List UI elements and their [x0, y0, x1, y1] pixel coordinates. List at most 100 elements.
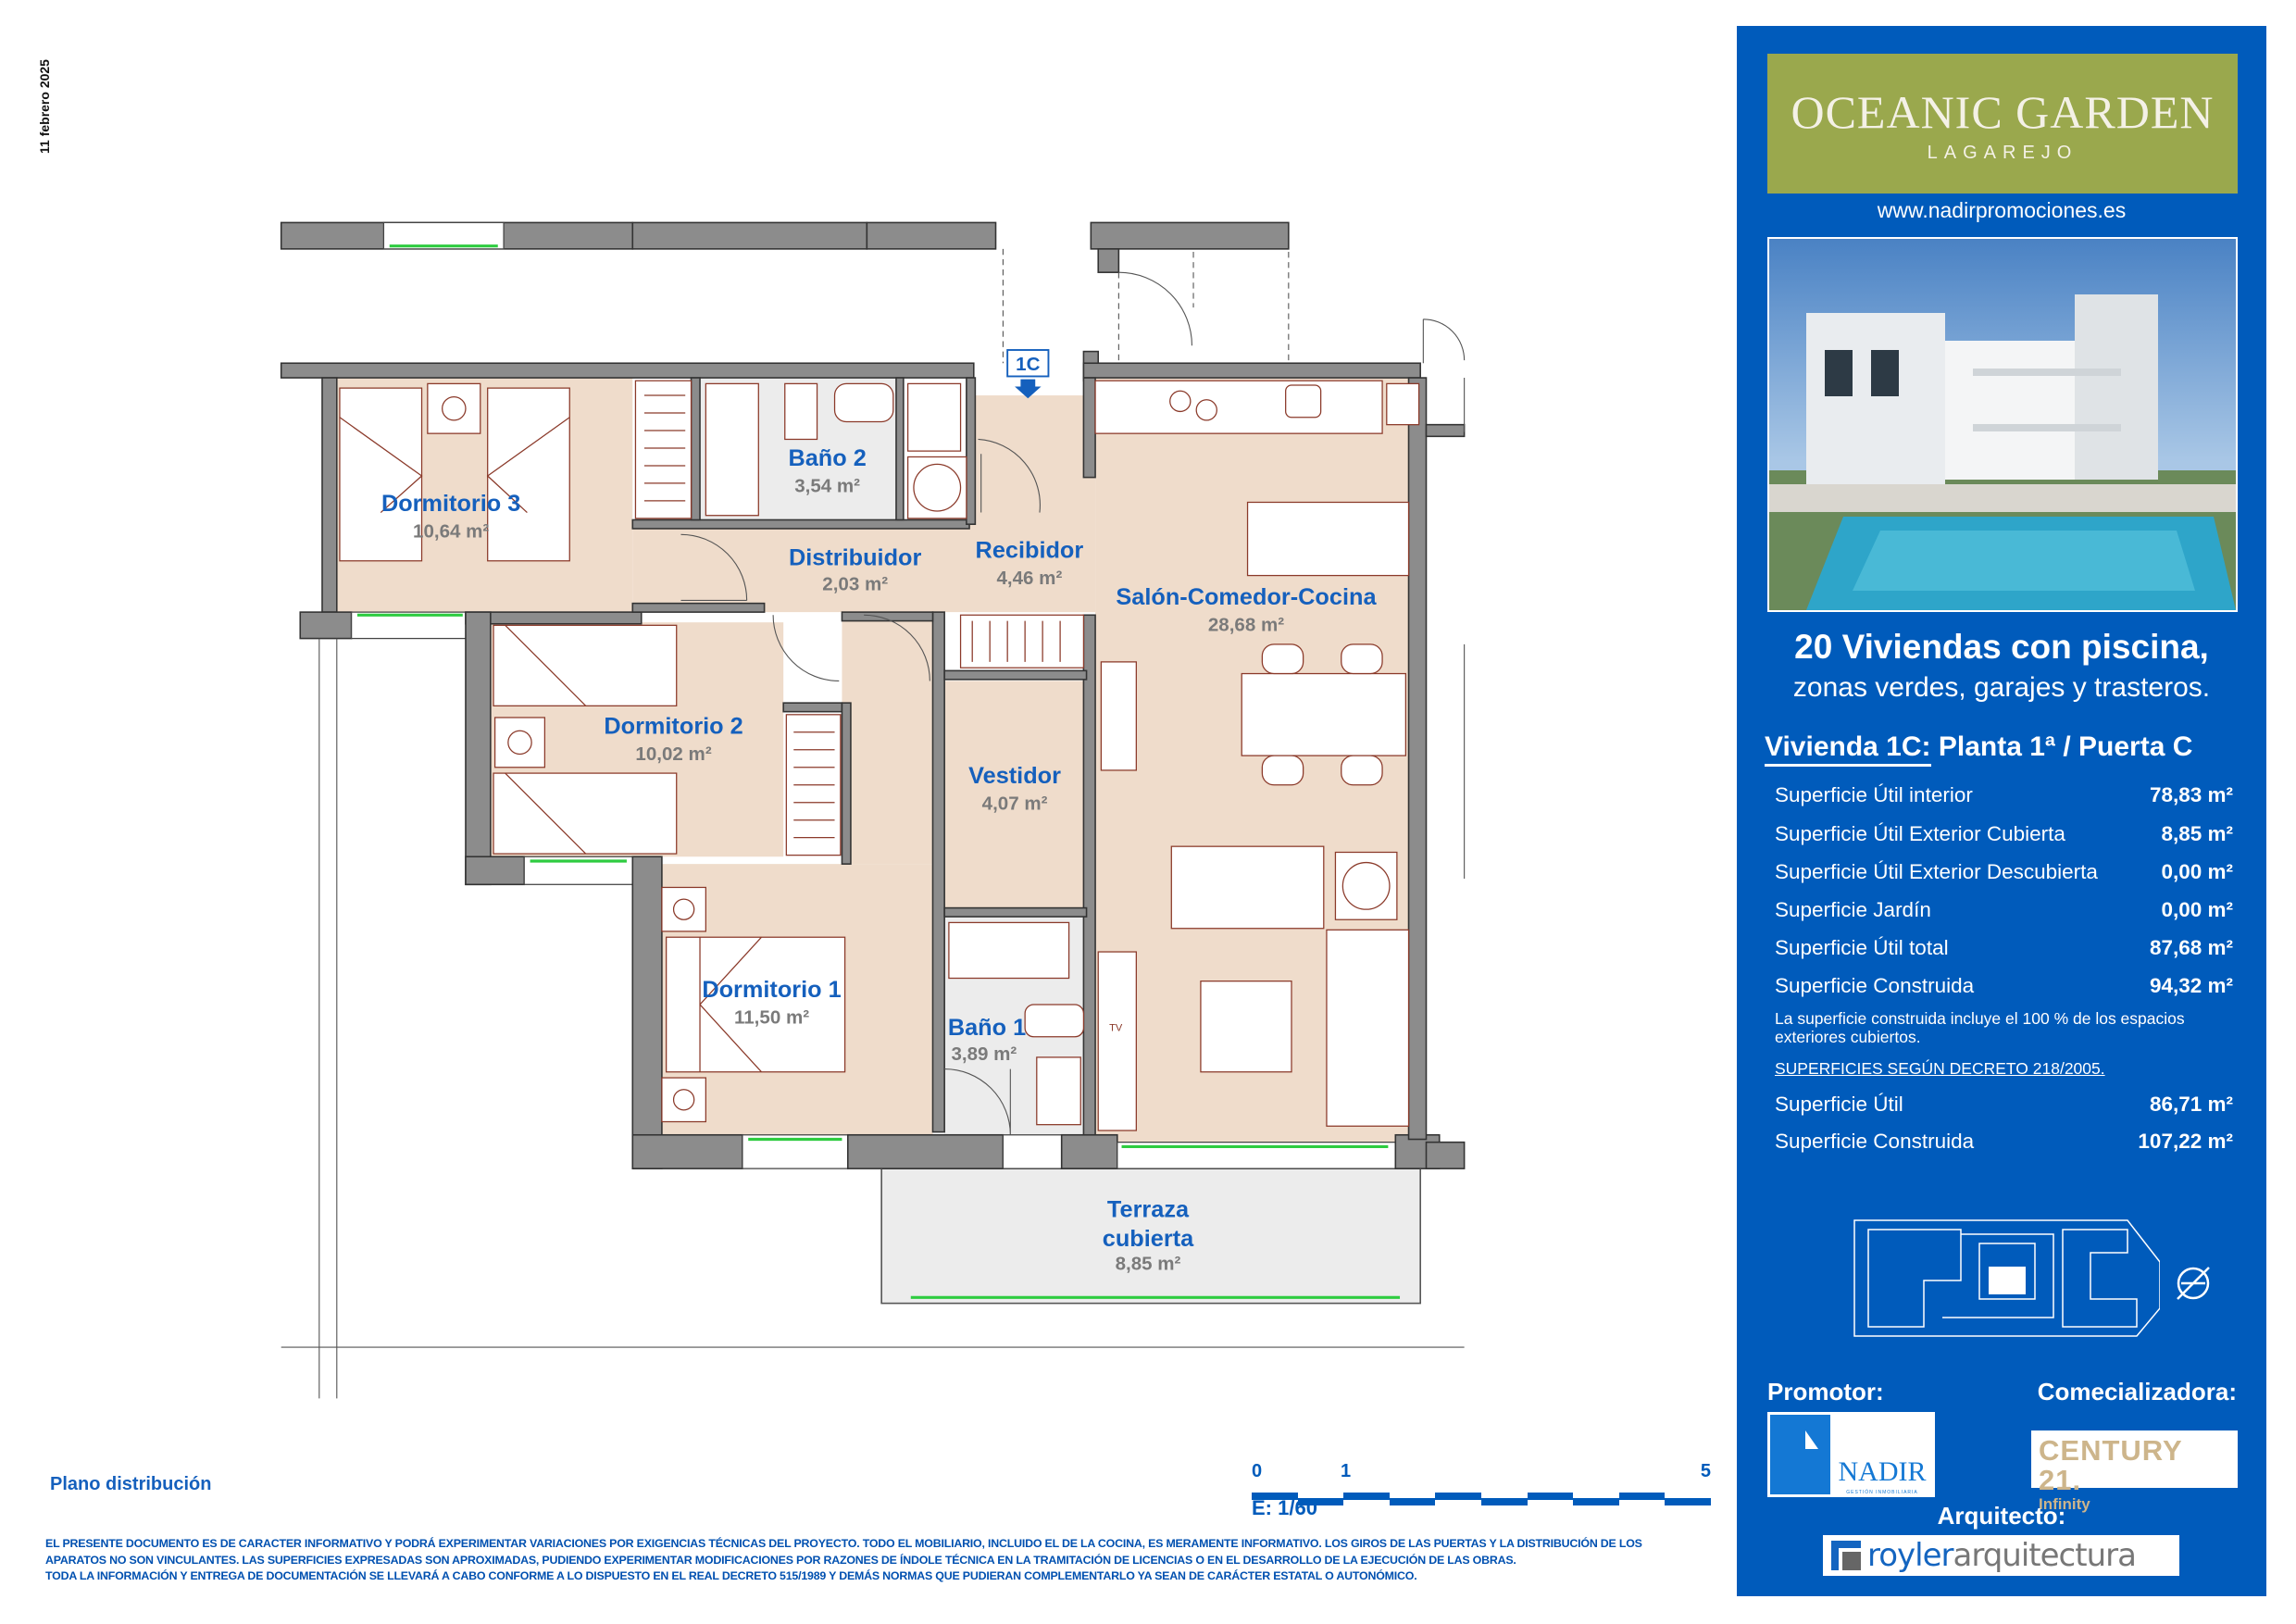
shower	[948, 921, 1070, 980]
royler-logo-b: arquitectura	[1953, 1537, 2137, 1574]
surface-value: 0,00 m²	[2161, 860, 2233, 883]
sofa	[1326, 929, 1410, 1127]
room-area: 2,03 m²	[822, 573, 888, 594]
surface-value: 87,68 m²	[2149, 936, 2233, 959]
royler-logo-a: royler	[1867, 1537, 1953, 1574]
room-area: 8,85 m²	[1116, 1253, 1181, 1274]
surface-label: Superficie Jardín	[1775, 898, 1931, 921]
surface-value: 107,22 m²	[2138, 1130, 2233, 1153]
comercializadora-label: Comecializadora:	[2037, 1378, 2237, 1405]
century21-logo: CENTURY 21. Infinity	[2031, 1430, 2238, 1513]
room-area: 4,07 m²	[982, 793, 1048, 815]
decree-heading: SUPERFICIES SEGÚN DECRETO 218/2005.	[1775, 1059, 2105, 1078]
subheadline: zonas verdes, garajes y trasteros.	[1792, 672, 2211, 703]
tv-label: TV	[1109, 1022, 1123, 1033]
scale-tick: 5	[1700, 1461, 1711, 1481]
surface-label: Superficie Útil interior	[1775, 783, 1973, 806]
room-name: Dormitorio 1	[702, 977, 841, 1003]
surface-label: Superficie Útil total	[1775, 936, 1949, 959]
scale-segment	[1389, 1498, 1436, 1505]
scale-segment	[1573, 1498, 1619, 1505]
surface-row: Superficie Útil 86,71 m²	[1775, 1093, 2233, 1117]
sofa	[1170, 845, 1325, 930]
room-name: Baño 2	[788, 445, 866, 471]
info-panel: OCEANIC GARDEN LAGAREJO www.nadirpromoci…	[1737, 26, 2266, 1596]
unit-heading: Vivienda 1C: Planta 1ª / Puerta C	[1765, 731, 2193, 767]
room-area: 3,54 m²	[794, 475, 860, 496]
entrance-arrow-icon	[1015, 379, 1042, 399]
scale-tick: 0	[1252, 1461, 1263, 1481]
nadir-logo: NADIR GESTIÓN INMOBILIARIA	[1767, 1412, 1935, 1497]
scale-segment	[1618, 1493, 1666, 1500]
site-plan	[1853, 1219, 2160, 1337]
scale-segment	[1343, 1493, 1390, 1500]
century21-logo-text: CENTURY 21.	[2039, 1434, 2183, 1496]
room-area: 28,68 m²	[1208, 615, 1284, 636]
wardrobe	[634, 380, 1085, 856]
unit-location: Planta 1ª / Puerta C	[1930, 731, 2193, 762]
surface-value: 8,85 m²	[2161, 822, 2233, 845]
scale-segment	[1297, 1498, 1344, 1505]
website-link[interactable]: www.nadirpromociones.es	[1877, 198, 2127, 222]
nadir-logo-sub: GESTIÓN INMOBILIARIA	[1846, 1489, 1918, 1495]
scale-label: E: 1/60	[1252, 1496, 1317, 1519]
room-name: Distribuidor	[789, 544, 922, 570]
kitchen-counter	[1094, 380, 1383, 434]
surface-label: Superficie Útil Exterior Descubierta	[1775, 860, 2098, 883]
scale-tick: 1	[1341, 1461, 1352, 1481]
headline: 20 Viviendas con piscina,	[1794, 628, 2209, 666]
disclaimer-line: TODA LA INFORMACIÓN Y ENTREGA DE DOCUMEN…	[45, 1569, 1417, 1582]
room-name: Dormitorio 2	[604, 713, 742, 739]
room-name: cubierta	[1103, 1226, 1194, 1252]
surface-value: 0,00 m²	[2161, 898, 2233, 921]
unit-code: Vivienda 1C:	[1765, 731, 1931, 767]
promotor-label: Promotor:	[1767, 1378, 1884, 1405]
surface-row: Superficie Construida 94,32 m²	[1775, 974, 2233, 998]
scale-segment	[1252, 1493, 1298, 1500]
brand-name: OCEANIC GARDEN	[1791, 86, 2215, 138]
nadir-logo-text: NADIR	[1839, 1456, 1927, 1487]
scale-bar: 0 1 5 E: 1/60	[1252, 1461, 1711, 1519]
surface-row: Superficie Útil Exterior Descubierta 0,00…	[1775, 860, 2233, 884]
surface-label: Superficie Útil Exterior Cubierta	[1775, 822, 2065, 845]
room-name: Dormitorio 3	[381, 491, 520, 517]
building-render-image	[1767, 237, 2238, 612]
brand-sub: LAGAREJO	[1927, 143, 2078, 163]
disclaimer: EL PRESENTE DOCUMENTO ES DE CARACTER INF…	[45, 1536, 1712, 1585]
surface-row: Superficie Útil Exterior Cubierta 8,85 m²	[1775, 822, 2233, 846]
disclaimer-line: EL PRESENTE DOCUMENTO ES DE CARACTER INF…	[45, 1537, 1642, 1550]
scale-segment	[1665, 1498, 1711, 1505]
surface-value: 94,32 m²	[2149, 974, 2233, 997]
surface-note: La superficie construida incluye el 100 …	[1775, 1009, 2185, 1046]
tv-unit	[1097, 951, 1137, 1131]
disclaimer-line: APARATOS NO SON VINCULANTES. LAS SUPERFI…	[45, 1553, 1516, 1567]
unit-tag-label: 1C	[1016, 354, 1040, 375]
room-area: 4,46 m²	[996, 568, 1062, 589]
room-name: Recibidor	[976, 538, 1084, 564]
scale-segment	[1527, 1493, 1574, 1500]
room-name: Vestidor	[968, 763, 1061, 789]
royler-mark-icon	[1831, 1541, 1861, 1570]
room-area: 10,02 m²	[635, 743, 711, 765]
sink	[833, 382, 894, 423]
surface-value: 86,71 m²	[2149, 1093, 2233, 1116]
surface-label: Superficie Construida	[1775, 974, 1975, 997]
coffee-table	[1200, 981, 1292, 1073]
room-area: 11,50 m²	[734, 1007, 809, 1029]
bed	[339, 382, 846, 1123]
surface-value: 78,83 m²	[2149, 783, 2233, 806]
unit-tag	[1006, 349, 1050, 378]
room-name: Baño 1	[948, 1015, 1026, 1041]
royler-logo: royler arquitectura	[1823, 1535, 2179, 1576]
scale-segment	[1481, 1498, 1528, 1505]
arquitecto-label: Arquitecto:	[1937, 1502, 2066, 1530]
room-area: 3,89 m²	[951, 1043, 1017, 1065]
north-compass-icon	[2177, 1267, 2210, 1300]
room-area: 10,64 m²	[413, 520, 489, 542]
room-name: Salón-Comedor-Cocina	[1116, 584, 1377, 610]
shower	[705, 382, 759, 517]
surface-row: Superficie Útil total 87,68 m²	[1775, 936, 2233, 960]
surface-label: Superficie Útil	[1775, 1093, 1903, 1116]
